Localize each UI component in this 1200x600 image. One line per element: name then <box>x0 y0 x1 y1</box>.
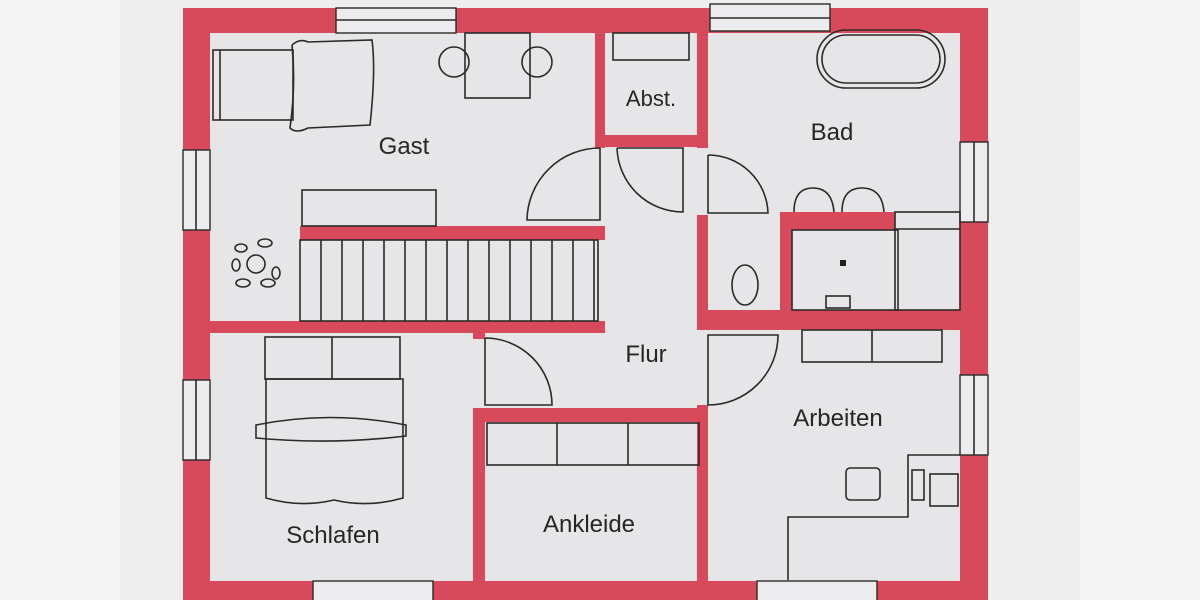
chair-arbeiten <box>845 467 881 501</box>
room-label-ankleide: Ankleide <box>543 511 635 538</box>
staircase <box>299 239 599 322</box>
bed-schlafen <box>265 378 404 505</box>
plant-icon <box>231 238 281 288</box>
windows <box>182 3 989 600</box>
room-label-abst: Abst. <box>626 86 676 111</box>
room-labels: Gast Abst. Bad Flur Schlafen Ankleide Ar… <box>286 86 882 549</box>
window-arbeiten-bottom <box>756 580 878 600</box>
doors <box>484 147 779 406</box>
shower <box>791 229 899 311</box>
room-label-gast: Gast <box>379 133 430 160</box>
room-label-arbeiten: Arbeiten <box>793 405 882 432</box>
door-abst <box>616 147 684 213</box>
appliance-abst <box>612 32 690 61</box>
door-gast <box>526 147 601 221</box>
room-label-schlafen: Schlafen <box>286 522 379 549</box>
toilet <box>731 264 759 306</box>
sink-2 <box>841 187 885 213</box>
interior-walls <box>210 33 960 583</box>
desk-gast <box>464 32 531 99</box>
wardrobe-ankleide <box>486 422 700 466</box>
window-schlafen-bottom <box>312 580 434 600</box>
door-schlafen <box>484 337 553 406</box>
room-label-bad: Bad <box>811 119 854 146</box>
bathtub <box>816 29 946 89</box>
door-bad <box>707 154 769 214</box>
desk-arbeiten <box>787 454 960 580</box>
door-arbeiten <box>707 334 779 406</box>
shelf-arbeiten <box>801 329 943 363</box>
cabinet-gast <box>301 189 437 227</box>
bed-gast <box>289 39 375 132</box>
furniture <box>212 29 961 580</box>
monitor <box>929 473 959 507</box>
sink-1 <box>793 187 835 213</box>
outer-walls <box>183 8 988 600</box>
room-label-flur: Flur <box>625 341 666 368</box>
